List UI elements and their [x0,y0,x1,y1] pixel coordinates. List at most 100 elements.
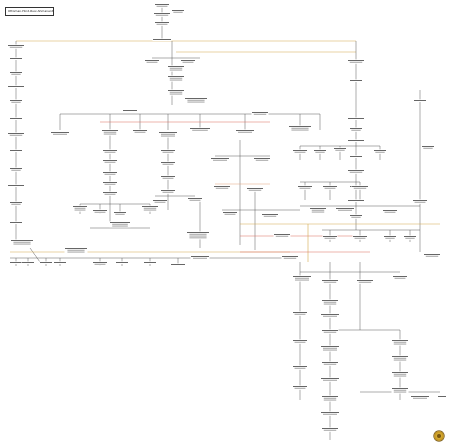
tree-node [292,385,308,390]
node-text-mark [322,330,338,331]
node-background [373,149,387,154]
tree-node [132,129,148,134]
node-text-mark [104,183,116,185]
node-text-mark [255,159,269,161]
tree-node [9,57,23,60]
node-background [152,199,168,204]
node-text-mark [162,191,174,193]
tree-node [102,181,118,186]
tree-node [349,155,363,158]
node-text-mark [405,237,415,239]
node-text-mark [187,99,205,101]
node-text-mark [51,132,69,133]
node-text-mark [375,151,385,153]
node-background [160,149,176,154]
node-text-mark [182,61,194,63]
node-background [351,185,369,190]
node-background [347,169,365,174]
node-text-mark [393,343,407,345]
node-background [356,279,374,284]
node-text-mark [40,262,52,263]
node-text-mark [321,314,339,315]
node-text-mark [350,156,362,157]
node-background [235,129,255,134]
tree-node [297,185,313,190]
node-text-mark [94,263,106,265]
node-text-mark [283,257,297,259]
node-text-mark [104,173,116,175]
node-text-mark [383,210,397,211]
node-text-mark [146,61,158,63]
node-text-mark [74,209,86,211]
node-text-mark [422,146,434,147]
node-background [7,44,25,49]
node-text-mark [133,130,147,131]
node-text-mark [393,357,407,359]
tree-node [21,261,35,264]
node-text-mark [393,359,407,361]
node-text-mark [423,147,433,149]
tree-node [356,279,374,284]
node-text-mark [154,13,170,14]
node-text-mark [323,301,337,303]
node-text-mark [414,201,426,203]
node-text-mark [394,277,406,279]
node-background [410,395,430,400]
node-text-mark [169,91,183,93]
node-text-mark [114,212,126,213]
tree-node [50,131,70,136]
node-background [9,99,23,104]
node-text-mark [112,223,128,225]
tree-node [246,187,264,192]
tree-node [92,261,108,266]
node-text-mark [291,127,309,129]
node-background [281,255,299,260]
node-text-mark [162,177,174,179]
node-text-mark [358,281,372,283]
node-text-mark [322,300,338,301]
node-text-mark [103,192,117,193]
node-text-mark [8,45,24,46]
node-text-mark [168,66,184,67]
node-text-mark [425,255,439,257]
gold-seal-icon [434,431,444,441]
node-text-mark [161,176,175,177]
node-text-mark [143,207,157,209]
node-background [102,149,118,154]
node-text-mark [323,281,337,283]
node-background [403,235,417,240]
node-text-mark [192,129,208,131]
node-background [210,157,230,162]
node-text-mark [153,200,167,201]
tree-node [321,427,339,432]
node-background [213,185,231,190]
node-background [154,21,170,26]
node-text-mark [424,254,440,255]
node-text-mark [324,237,336,239]
node-text-mark [404,236,416,237]
node-text-mark [11,73,21,75]
tree-node [154,3,170,8]
node-text-mark [102,130,118,131]
node-text-mark [155,22,169,23]
diagram-title: Ottoman-Hind-Rusi Ahmanentz [5,7,54,16]
node-background [321,279,339,284]
node-text-mark [275,235,289,237]
node-text-mark [354,237,366,239]
node-text-mark [10,262,22,263]
node-text-mark [253,113,267,115]
node-background [349,127,363,132]
node-text-mark [274,234,290,235]
node-text-mark [323,397,337,399]
tree-node [391,387,409,394]
tree-node [292,339,308,344]
node-text-mark [144,262,156,263]
node-text-mark [104,193,116,195]
node-text-mark [348,170,364,171]
node-text-mark [169,67,183,69]
tree-node [160,175,176,180]
node-text-mark [191,256,209,257]
node-text-mark [335,149,345,151]
node-text-mark [159,132,177,133]
